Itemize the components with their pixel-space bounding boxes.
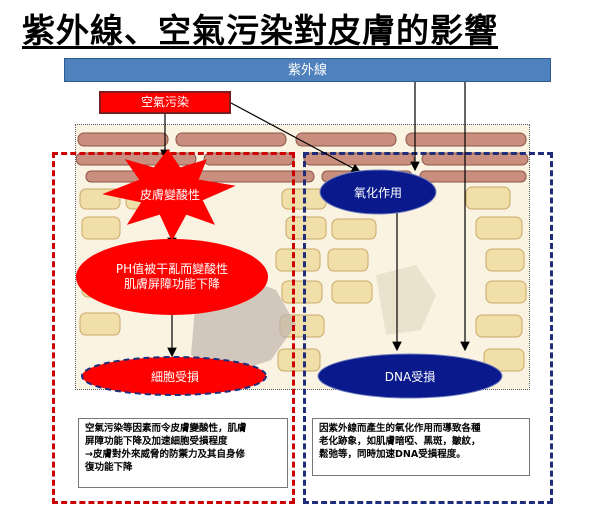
ph-label: PH值被干亂而變酸性 肌膚屏障功能下降 xyxy=(82,262,262,292)
pollution-note-line: 屏障功能下降及加速細胞受損程度 xyxy=(85,436,228,447)
dna-damage-label: DNA受損 xyxy=(384,370,436,384)
pollution-note: 空氣污染等因素而令皮膚變酸性，肌膚 屏障功能下降及加速細胞受損程度 →皮膚對外來… xyxy=(78,418,288,488)
ph-label-line1: PH值被干亂而變酸性 xyxy=(115,262,229,276)
uv-note: 因紫外線而產生的氧化作用而導致各種 老化跡象，如肌膚暗啞、黑斑，皺紋， 鬆弛等，… xyxy=(312,418,530,476)
cell-damage-label: 細胞受損 xyxy=(150,370,199,384)
cell-damage-ellipse xyxy=(81,356,267,396)
pollution-effects-frame xyxy=(52,152,295,504)
acidification-label: 皮膚變酸性 xyxy=(139,188,200,202)
pollution-note-line: 復功能下降 xyxy=(85,462,133,473)
uv-note-line: 鬆弛等，同時加速DNA受損程度。 xyxy=(319,449,466,460)
ph-barrier-ellipse xyxy=(76,239,268,315)
uv-bar: 紫外線 xyxy=(64,58,551,82)
oxidation-label: 氧化作用 xyxy=(353,186,402,200)
arrow-pollution-to-oxidation xyxy=(230,102,362,173)
pollution-box: 空氣污染 xyxy=(99,91,231,114)
page-title: 紫外線、空氣污染對皮膚的影響 xyxy=(22,11,498,50)
uv-note-line: 因紫外線而產生的氧化作用而導致各種 xyxy=(319,423,481,434)
pollution-note-line: 空氣污染等因素而令皮膚變酸性，肌膚 xyxy=(85,423,247,434)
pollution-label: 空氣污染 xyxy=(140,95,189,109)
uv-label: 紫外線 xyxy=(287,63,327,78)
dna-damage-ellipse xyxy=(317,353,503,399)
ph-label-line2: 肌膚屏障功能下降 xyxy=(123,277,220,291)
uv-effects-frame xyxy=(303,152,553,504)
pollution-note-line: →皮膚對外來威脅的防禦力及其自身修 xyxy=(85,449,245,460)
uv-note-line: 老化跡象，如肌膚暗啞、黑斑，皺紋， xyxy=(319,436,481,447)
oxidation-ellipse xyxy=(319,169,437,215)
